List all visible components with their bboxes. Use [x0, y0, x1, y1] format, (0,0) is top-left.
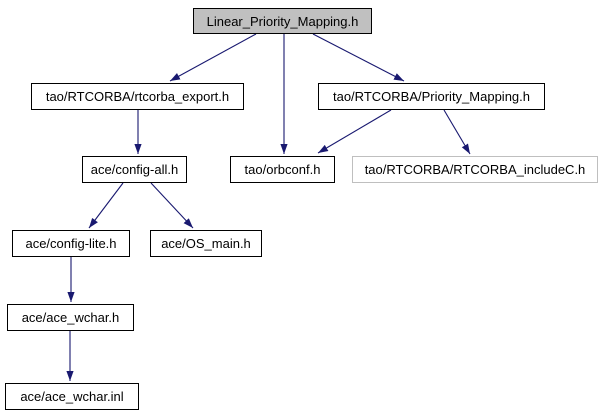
node-linear-priority-mapping: Linear_Priority_Mapping.h [193, 8, 372, 34]
edge-config-all-to-os-main [150, 182, 194, 229]
node-config-lite[interactable]: ace/config-lite.h [12, 230, 130, 257]
node-orbconf[interactable]: tao/orbconf.h [230, 156, 335, 183]
edge-root-to-priority-mapping [312, 33, 405, 82]
node-ace-wchar-h[interactable]: ace/ace_wchar.h [7, 304, 134, 331]
node-priority-mapping[interactable]: tao/RTCORBA/Priority_Mapping.h [318, 83, 545, 110]
node-rtcorba-export[interactable]: tao/RTCORBA/rtcorba_export.h [31, 83, 244, 110]
edge-priority-mapping-to-rtcorba-includec [443, 109, 471, 155]
node-os-main[interactable]: ace/OS_main.h [150, 230, 262, 257]
edge-root-to-rtcorba-export [169, 33, 257, 82]
edge-priority-mapping-to-orbconf [317, 109, 392, 154]
node-rtcorba-includec: tao/RTCORBA/RTCORBA_includeC.h [352, 156, 598, 183]
node-ace-wchar-inl[interactable]: ace/ace_wchar.inl [5, 383, 139, 410]
node-config-all[interactable]: ace/config-all.h [82, 156, 187, 183]
edge-config-all-to-config-lite [88, 182, 124, 229]
